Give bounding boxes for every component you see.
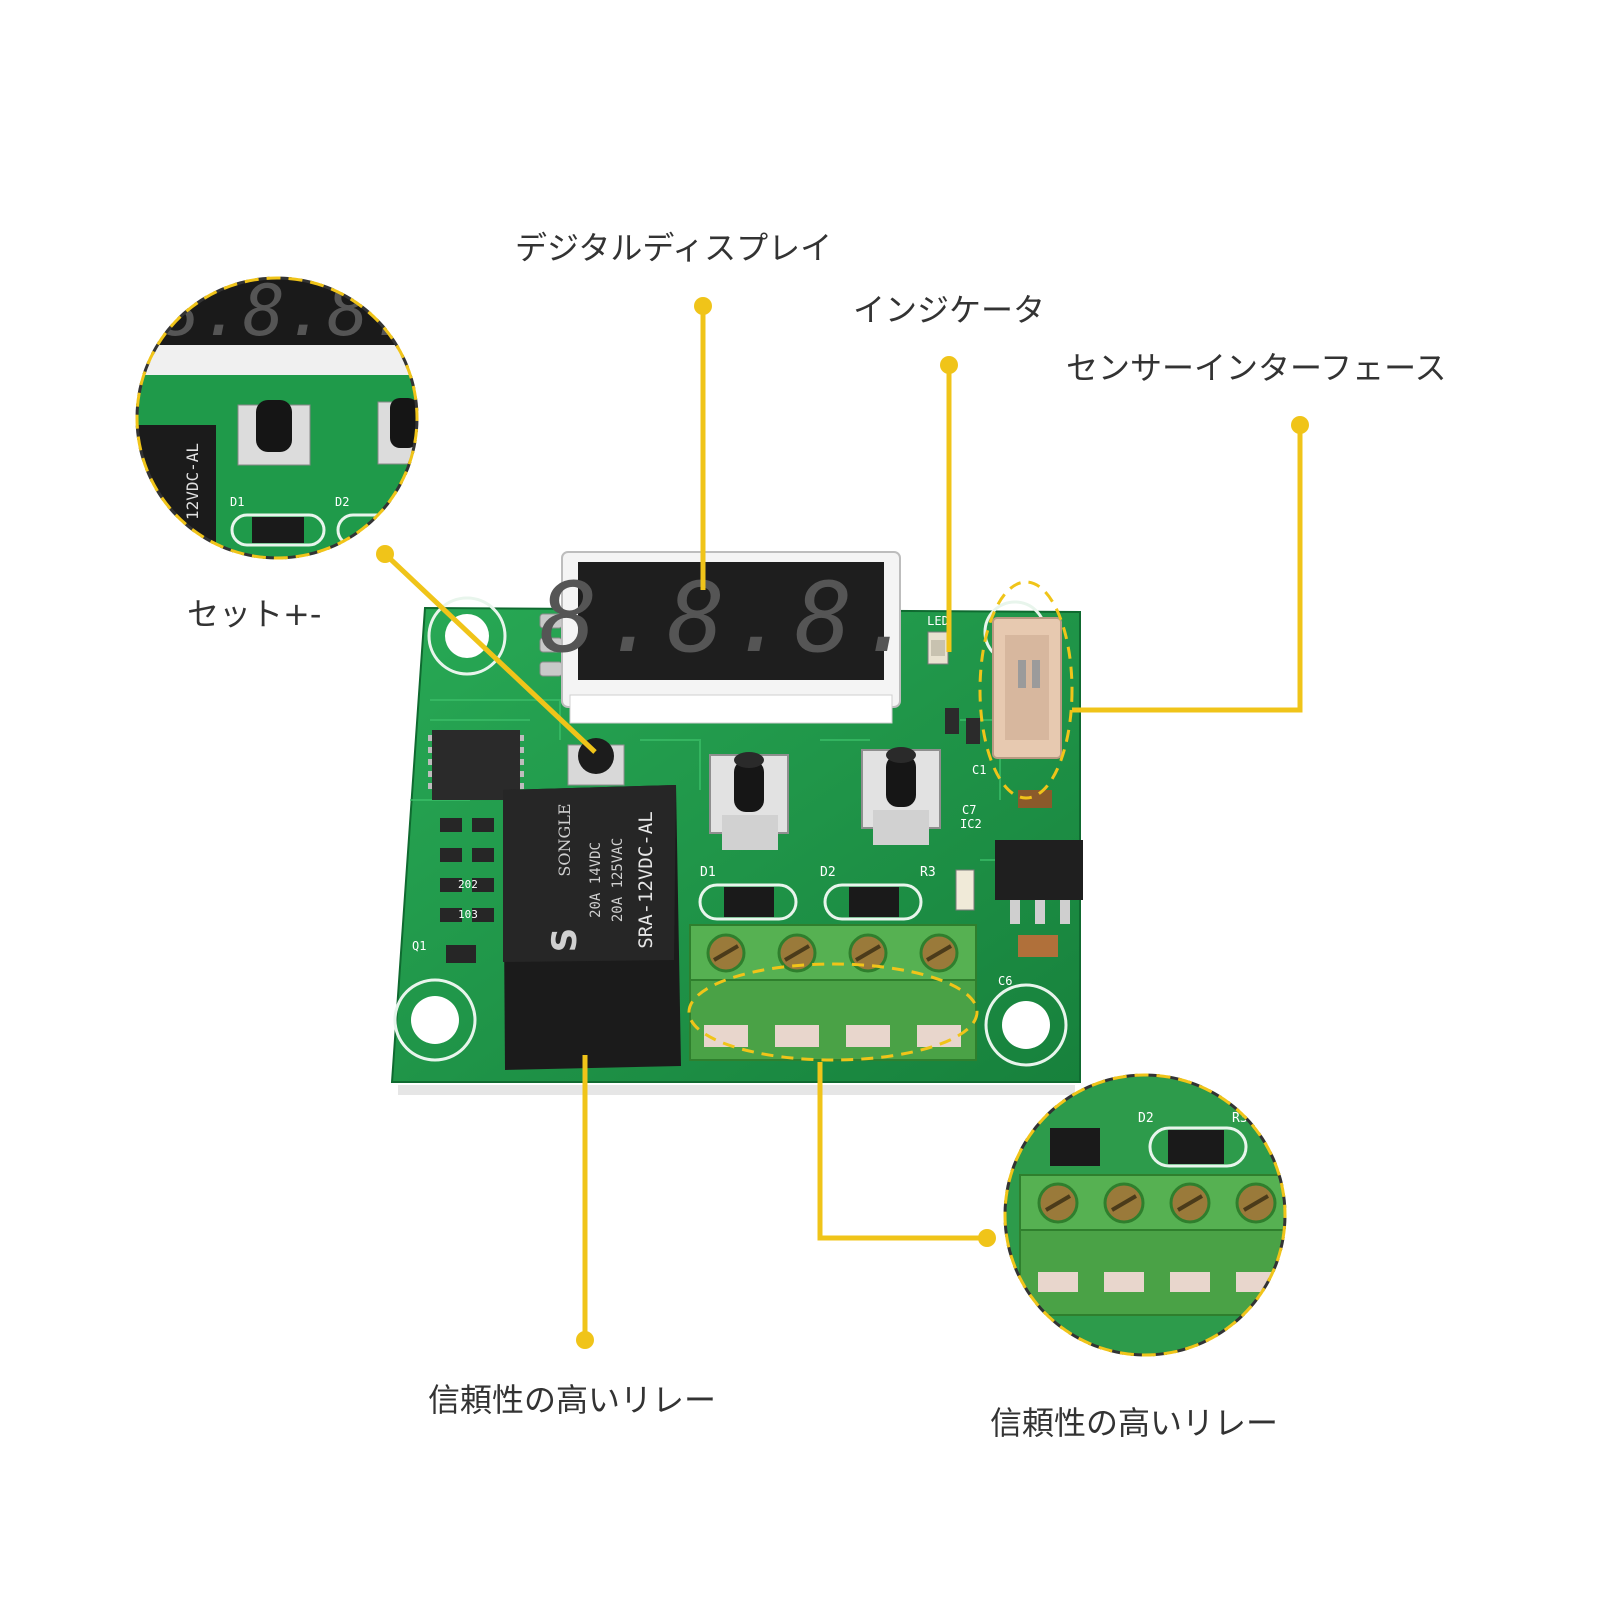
indicator-callout-dot xyxy=(940,356,958,374)
set-buttons-label: セット+- xyxy=(187,595,322,633)
silk-d1: D1 xyxy=(700,865,716,880)
silk-103: 103 xyxy=(458,908,478,921)
relay-model: SRA-12VDC-AL xyxy=(635,811,657,948)
terminal-screw xyxy=(706,933,746,973)
sensor-connector xyxy=(992,617,1062,759)
zoom-silk-d2: D2 xyxy=(335,495,349,509)
display-digits: 8.8.8. xyxy=(540,562,923,674)
digital-display: 8.8.8. xyxy=(540,551,923,724)
terminal-screw xyxy=(919,933,959,973)
silk-r3: R3 xyxy=(920,865,936,880)
relay-callout-dot xyxy=(576,1331,594,1349)
zoom-display-digits: 8.8.8. xyxy=(159,270,412,352)
led-silk-label: LED xyxy=(927,614,949,628)
set-button-small[interactable] xyxy=(567,738,625,786)
terminal-callout-dot xyxy=(978,1229,996,1247)
zoom-terminal-screw xyxy=(1037,1182,1079,1224)
relay-rating-2: 20A 125VAC xyxy=(610,838,626,922)
diode-d2 xyxy=(823,883,923,921)
silk-ic2: IC2 xyxy=(960,817,982,831)
terminal-screw xyxy=(848,933,888,973)
silk-d2: D2 xyxy=(820,865,836,880)
sensor-highlight xyxy=(978,580,1074,800)
silk-c7: C7 xyxy=(962,803,976,817)
silk-q1: Q1 xyxy=(412,939,426,953)
set-callout-dot xyxy=(376,545,394,563)
set-leader-line xyxy=(383,552,597,754)
zoom-terminal-screw xyxy=(1169,1182,1211,1224)
thermostat-board: 8.8.8. LED xyxy=(390,551,1083,1095)
relay: SRA-12VDC-AL 20A 125VAC 20A 14VDC SONGLE… xyxy=(503,785,681,1070)
silk-c6: C6 xyxy=(998,974,1012,988)
diode-d1 xyxy=(698,883,798,921)
screw-terminal-block xyxy=(689,924,977,1061)
display-callout-dot xyxy=(694,297,712,315)
led-indicator: LED xyxy=(927,614,949,665)
sensor-leader-line xyxy=(1072,425,1303,713)
set-minus-button[interactable] xyxy=(861,747,941,845)
mounting-hole xyxy=(393,978,477,1062)
zoom-silk-d2: D2 xyxy=(1138,1111,1154,1126)
zoom-relay-text: 12VDC-AL xyxy=(183,443,202,520)
zoom-terminal-screw xyxy=(1103,1182,1145,1224)
silk-c1: C1 xyxy=(972,763,986,777)
voltage-regulator xyxy=(995,840,1083,924)
terminal-screw xyxy=(777,933,817,973)
sensor-callout-dot xyxy=(1291,416,1309,434)
terminal-highlight xyxy=(687,962,979,1062)
relay-rating-1: 20A 14VDC xyxy=(588,842,604,918)
relay-label: 信頼性の高いリレー xyxy=(428,1381,717,1419)
relay-logo-icon: S xyxy=(545,928,585,953)
zoom-set-buttons: 8.8.8. 12VDC-AL D1 D2 xyxy=(135,270,419,560)
digital-display-label: デジタルディスプレイ xyxy=(515,229,833,267)
set-plus-button[interactable] xyxy=(709,752,789,850)
terminal-leader-line xyxy=(817,1062,987,1241)
mounting-hole xyxy=(427,596,507,676)
terminal-label: 信頼性の高いリレー xyxy=(990,1404,1279,1442)
relay-brand: SONGLE xyxy=(555,803,574,876)
sensor-interface-label: センサーインターフェース xyxy=(1066,349,1447,387)
silk-202: 202 xyxy=(458,878,478,891)
mounting-hole xyxy=(984,983,1068,1067)
zoom-terminal-screw xyxy=(1235,1182,1277,1224)
zoom-terminal-block: D2 R3 xyxy=(1003,1073,1287,1357)
zoom-silk-d1: D1 xyxy=(230,495,244,509)
chip-ic xyxy=(428,730,524,800)
indicator-label: インジケータ xyxy=(853,291,1046,329)
